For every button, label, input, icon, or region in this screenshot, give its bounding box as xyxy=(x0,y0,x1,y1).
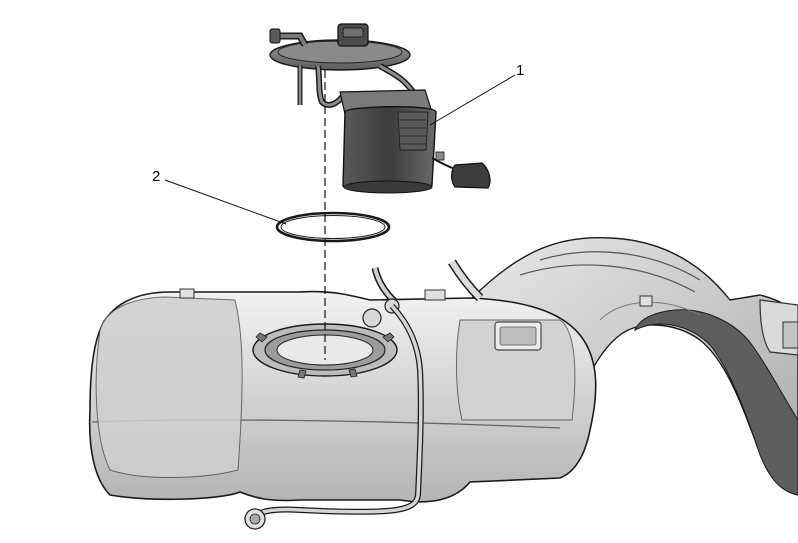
tank-tab xyxy=(424,289,446,301)
pump-outlet-cap xyxy=(269,28,281,44)
callout-1: 1 xyxy=(516,62,524,79)
fuel-pump-module xyxy=(269,23,491,194)
leader-line-1 xyxy=(429,74,516,126)
pump-connector-cap xyxy=(342,27,364,38)
tank-fuel-line xyxy=(249,304,423,520)
seal-ring xyxy=(275,211,391,243)
callout-2: 2 xyxy=(152,168,160,185)
leader-line-2 xyxy=(164,179,287,225)
tank-saddle-rib xyxy=(519,264,696,293)
pump-float xyxy=(451,162,491,189)
tank-lock-tab xyxy=(348,368,358,378)
tank-saddle-rib xyxy=(539,251,701,281)
pump-sensor-hatch xyxy=(400,119,426,145)
tank-filler-neck xyxy=(449,260,483,301)
tank-lock-tab xyxy=(297,369,307,379)
tank-bracket-inner xyxy=(499,326,537,346)
tank-tab xyxy=(179,288,195,299)
tank-right-panel xyxy=(455,319,576,421)
tank-lock-tab xyxy=(382,332,395,343)
tank-lock-tab xyxy=(255,332,268,343)
tank-tab xyxy=(639,295,653,307)
pump-float-arm-clip xyxy=(435,151,445,161)
tank-fitting xyxy=(362,308,382,328)
pump-reservoir-bottom xyxy=(343,180,433,194)
tank-line-connector-inner xyxy=(249,513,261,525)
seal-ring-inner xyxy=(280,215,386,239)
tank-end-bracket xyxy=(782,321,798,349)
fuel-tank xyxy=(88,236,798,530)
pump-sensor-panel xyxy=(397,111,429,151)
tank-left-lobe xyxy=(95,296,243,478)
pump-hose xyxy=(316,65,347,107)
pump-outlet-tube xyxy=(275,34,307,46)
